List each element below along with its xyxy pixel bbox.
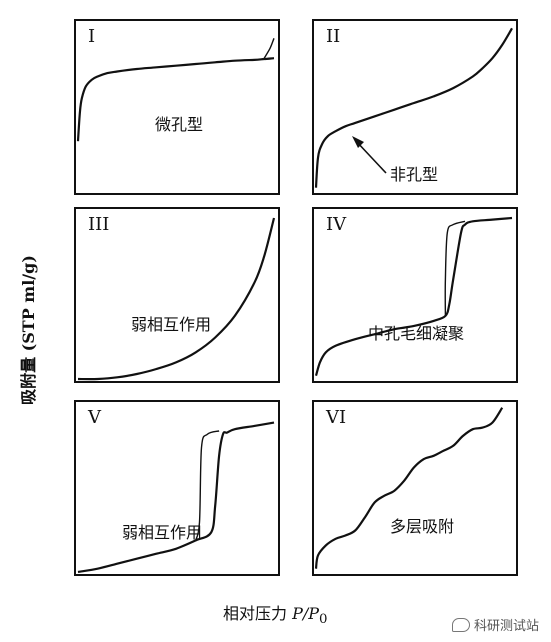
isotherm-line-2 [194, 430, 220, 541]
isotherm-line-1 [314, 407, 504, 569]
plot-area [314, 216, 513, 377]
x-axis-label-variable: P/P [292, 604, 320, 623]
panel-iii: III 弱相互作用 [74, 207, 280, 383]
arrow-icon [352, 136, 387, 174]
annotation-text: 微孔型 [155, 115, 204, 134]
annotation-text: 中孔毛细凝聚 [368, 324, 465, 343]
x-axis-label-prefix: 相对压力 [223, 604, 293, 623]
panel-label: III [88, 214, 110, 235]
isotherm-line-1 [314, 27, 513, 188]
watermark: 科研测试站 [451, 615, 539, 634]
isotherm-line-2 [444, 220, 466, 316]
annotation-text: 非孔型 [390, 165, 439, 184]
isotherm-line-1 [77, 217, 276, 381]
plot-area [314, 407, 504, 569]
x-axis-label-subscript: 0 [319, 612, 328, 628]
x-axis-label: 相对压力 P/P0 [223, 600, 328, 627]
plot-area [77, 217, 276, 381]
annotation-text: 弱相互作用 [131, 315, 212, 334]
annotation-text: 多层吸附 [390, 517, 455, 536]
panel-label: IV [326, 214, 347, 235]
panel-label: VI [326, 407, 347, 428]
panel-v: V 弱相互作用 [74, 400, 280, 576]
plot-area [76, 38, 275, 142]
panel-iv: IV 中孔毛细凝聚 [312, 207, 518, 383]
isotherm-line-1 [314, 216, 513, 377]
isotherm-line-1 [77, 421, 275, 574]
panel-label: I [88, 26, 96, 47]
chat-bubble-icon [451, 617, 470, 632]
panel-i: I 微孔型 [74, 19, 280, 195]
plot-area [314, 27, 513, 188]
plot-area [77, 421, 275, 574]
annotation-text: 弱相互作用 [122, 523, 203, 542]
watermark-text: 科研测试站 [473, 619, 539, 634]
y-axis-label: 吸附量 (STP ml/g) [19, 255, 38, 405]
panel-ii: II 非孔型 [312, 19, 518, 195]
isotherm-line-1 [76, 57, 275, 142]
panel-label: II [326, 26, 341, 47]
isotherm-line-2 [263, 38, 275, 59]
panel-label: V [88, 407, 101, 428]
panel-vi: VI 多层吸附 [312, 400, 518, 576]
